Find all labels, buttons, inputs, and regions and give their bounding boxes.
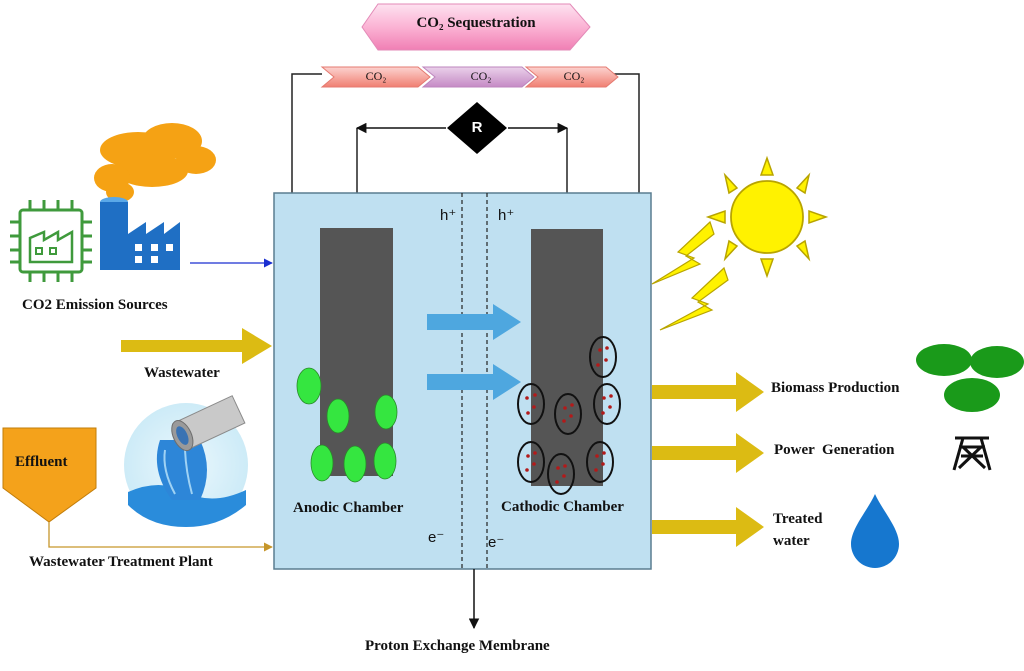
effluent-label: Effluent [15,454,68,470]
anodic-chamber-label: Anodic Chamber [293,500,404,516]
factory-icon [100,197,180,270]
membrane-label: Proton Exchange Membrane [365,638,550,654]
biomass-label: Biomass Production [771,380,900,396]
water-drop-icon [851,494,899,568]
power-output-arrow [652,433,764,473]
treated-water-label-line2: water [773,533,810,549]
effluent-tank [2,427,97,523]
cathode-microbe-dots [525,346,613,484]
resistor-symbol [447,102,507,154]
co2-chevron-3 [524,66,619,88]
cathode-microbe-cluster [517,336,621,495]
co2-chevron-2 [421,66,535,88]
anode-electrode [320,228,393,476]
co2-chevron-1 [320,66,431,88]
treatment-plant-line [48,522,273,552]
wastewater-label: Wastewater [144,365,220,381]
water-output-arrow [652,507,764,547]
smoke-cloud-icon [94,123,216,202]
co2-chevron-flow [320,66,619,88]
biomass-output-arrow [652,372,764,412]
power-tower-icon [952,436,992,471]
co2-sources-label: CO2 Emission Sources [22,297,168,313]
power-label: Power Generation [774,442,895,458]
co2-chevron-label-2: CO₂ [470,69,492,83]
treatment-plant-label: Wastewater Treatment Plant [29,554,213,570]
co2-sequestration-label: CO₂ Sequestration [416,15,536,31]
wastewater-pipe-icon [124,395,248,527]
anode-algae-cluster [296,367,398,483]
circuit-chip-icon [10,200,92,282]
proton-flow-arrow-2 [427,364,521,400]
co2-chevron-label-3: CO₂ [563,69,585,83]
resistor-label: R [471,119,483,136]
sun-icon [705,155,829,279]
electron-label-cathode: e⁻ [488,534,505,551]
proton-flow-arrow-1 [427,304,521,340]
electron-label-anode: e⁻ [428,529,445,546]
lightning-bolt-icon-2 [659,266,729,331]
biomass-icon [916,344,1024,412]
lightning-bolt-icon-1 [651,220,715,285]
cathodic-chamber-label: Cathodic Chamber [501,499,624,515]
treated-water-label-line1: Treated [773,511,823,527]
co2-sequestration-banner [361,3,591,51]
wastewater-input-arrow [121,328,272,364]
co2-chevron-label-1: CO₂ [365,69,387,83]
external-circuit [291,73,640,229]
proton-label-cathode: h⁺ [498,207,515,224]
proton-label-anode: h⁺ [440,207,457,224]
